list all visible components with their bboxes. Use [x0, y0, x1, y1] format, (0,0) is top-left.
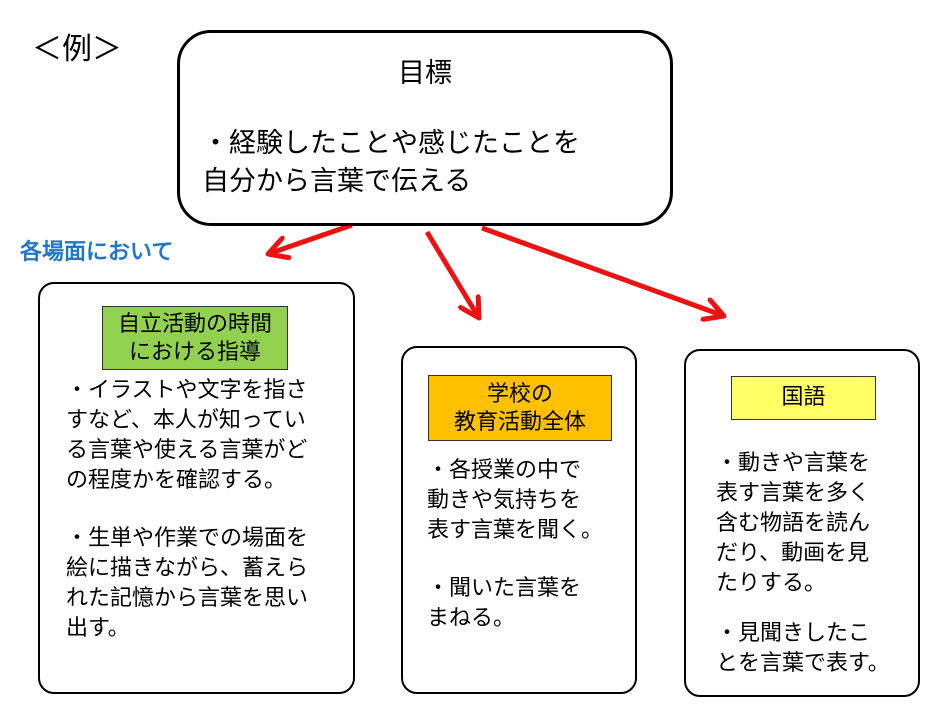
bullet-text: ・動きや言葉を 表す言葉を多く 含む物語を読ん だり、動画を見 たりする。 — [716, 449, 870, 599]
goal-title: 目標 — [398, 58, 452, 89]
label-gakko-kyoiku-katsudo: 学校の 教育活動全体 — [428, 375, 612, 441]
goal-line: 自分から言葉で伝える — [202, 166, 472, 197]
text-line: 絵に描きながら、蓄えら — [66, 556, 309, 581]
text-line: る言葉や使える言葉がど — [66, 438, 308, 463]
arrow-to-jiritsu — [268, 222, 353, 254]
box-gakko-kyoiku-katsudo: 学校の 教育活動全体 ・各授業の中で 動きや気持ちを 表す言葉を聞く。 ・聞いた… — [401, 346, 637, 694]
text-line: ・各授業の中で — [427, 458, 582, 483]
text-line: 表す言葉を多く — [716, 481, 871, 506]
text-line: ・聞いた言葉を — [427, 576, 582, 601]
label-line: 自立活動の時間 — [117, 312, 272, 337]
text-line: 表す言葉を聞く。 — [427, 518, 604, 543]
box-kokugo: 国語 ・動きや言葉を 表す言葉を多く 含む物語を読ん だり、動画を見 たりする。… — [684, 349, 920, 697]
text-line: の程度かを確認する。 — [66, 468, 287, 493]
goal-box: 目標 ・経験したことや感じたことを 自分から言葉で伝える — [177, 30, 673, 226]
text-line: 含む物語を読ん — [716, 511, 871, 536]
text-line: ・見聞きしたこ — [716, 621, 871, 646]
label-jiritsu-katsudo: 自立活動の時間 における指導 — [102, 306, 288, 370]
text-line: 出す。 — [66, 616, 130, 641]
scene-label: 各場面において — [20, 240, 174, 265]
arrow-to-gakko — [424, 230, 479, 318]
arrow-to-kokugo — [481, 225, 724, 316]
text-line: れた記憶から言葉を思い — [66, 586, 309, 611]
bullet-text: ・見聞きしたこ とを言葉で表す。 — [716, 619, 890, 679]
box-jiritsu-katsudo: 自立活動の時間 における指導 ・イラストや文字を指さ すなど、本人が知ってい る… — [38, 282, 355, 694]
text-line: ・イラストや文字を指さ — [66, 378, 308, 403]
label-line: における指導 — [128, 340, 261, 365]
text-line: ・生単や作業での場面を — [66, 526, 309, 551]
text-line: たりする。 — [716, 571, 827, 596]
text-line: すなど、本人が知ってい — [66, 408, 306, 433]
bullet-text: ・聞いた言葉を まねる。 — [427, 574, 581, 634]
text-line: まねる。 — [427, 606, 516, 631]
text-line: ・動きや言葉を — [716, 451, 871, 476]
text-line: 動きや気持ちを — [427, 488, 582, 513]
bullet-text: ・各授業の中で 動きや気持ちを 表す言葉を聞く。 — [427, 456, 603, 546]
goal-line: ・経験したことや感じたことを — [202, 128, 580, 159]
label-kokugo: 国語 — [731, 376, 876, 420]
text-line: とを言葉で表す。 — [716, 651, 890, 676]
label-line: 学校の — [486, 382, 553, 407]
label-line: 教育活動全体 — [453, 410, 586, 435]
bullet-text: ・イラストや文字を指さ すなど、本人が知ってい る言葉や使える言葉がど の程度か… — [66, 376, 308, 496]
bullet-text: ・生単や作業での場面を 絵に描きながら、蓄えら れた記憶から言葉を思い 出す。 — [66, 524, 308, 644]
example-label: ＜例＞ — [32, 32, 122, 67]
label-line: 国語 — [781, 385, 826, 410]
text-line: だり、動画を見 — [716, 541, 870, 566]
